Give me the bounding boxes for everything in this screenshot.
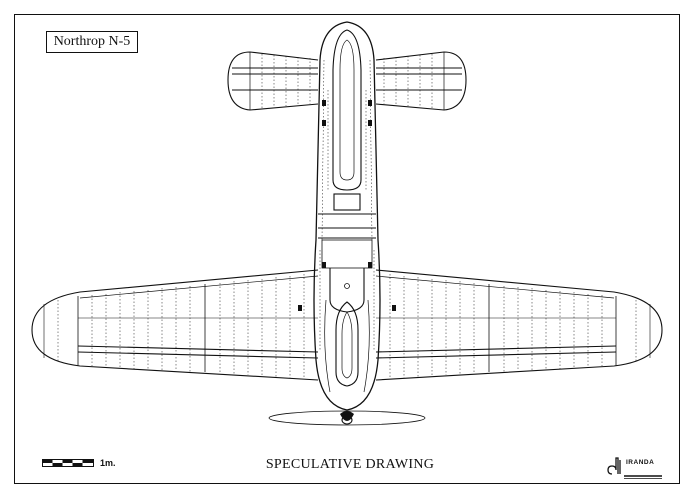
scale-bar [42,459,94,467]
logo-text: IRANDA [626,459,655,466]
fuselage [313,21,381,425]
horizontal-tail [227,51,467,111]
drawing-frame [14,14,680,484]
propeller-disc [268,410,426,426]
wing-rib-lines [57,274,637,379]
fuselage-rivet-lines [319,59,375,350]
drawing-title: Northrop N-5 [46,31,138,53]
main-wing [31,269,663,381]
drawing-caption: SPECULATIVE DRAWING [265,457,435,472]
scale-label: 1m. [100,458,116,468]
miranda-logo-icon [607,457,662,479]
vent-marks [298,100,396,311]
tail-rib-lines [261,54,433,108]
